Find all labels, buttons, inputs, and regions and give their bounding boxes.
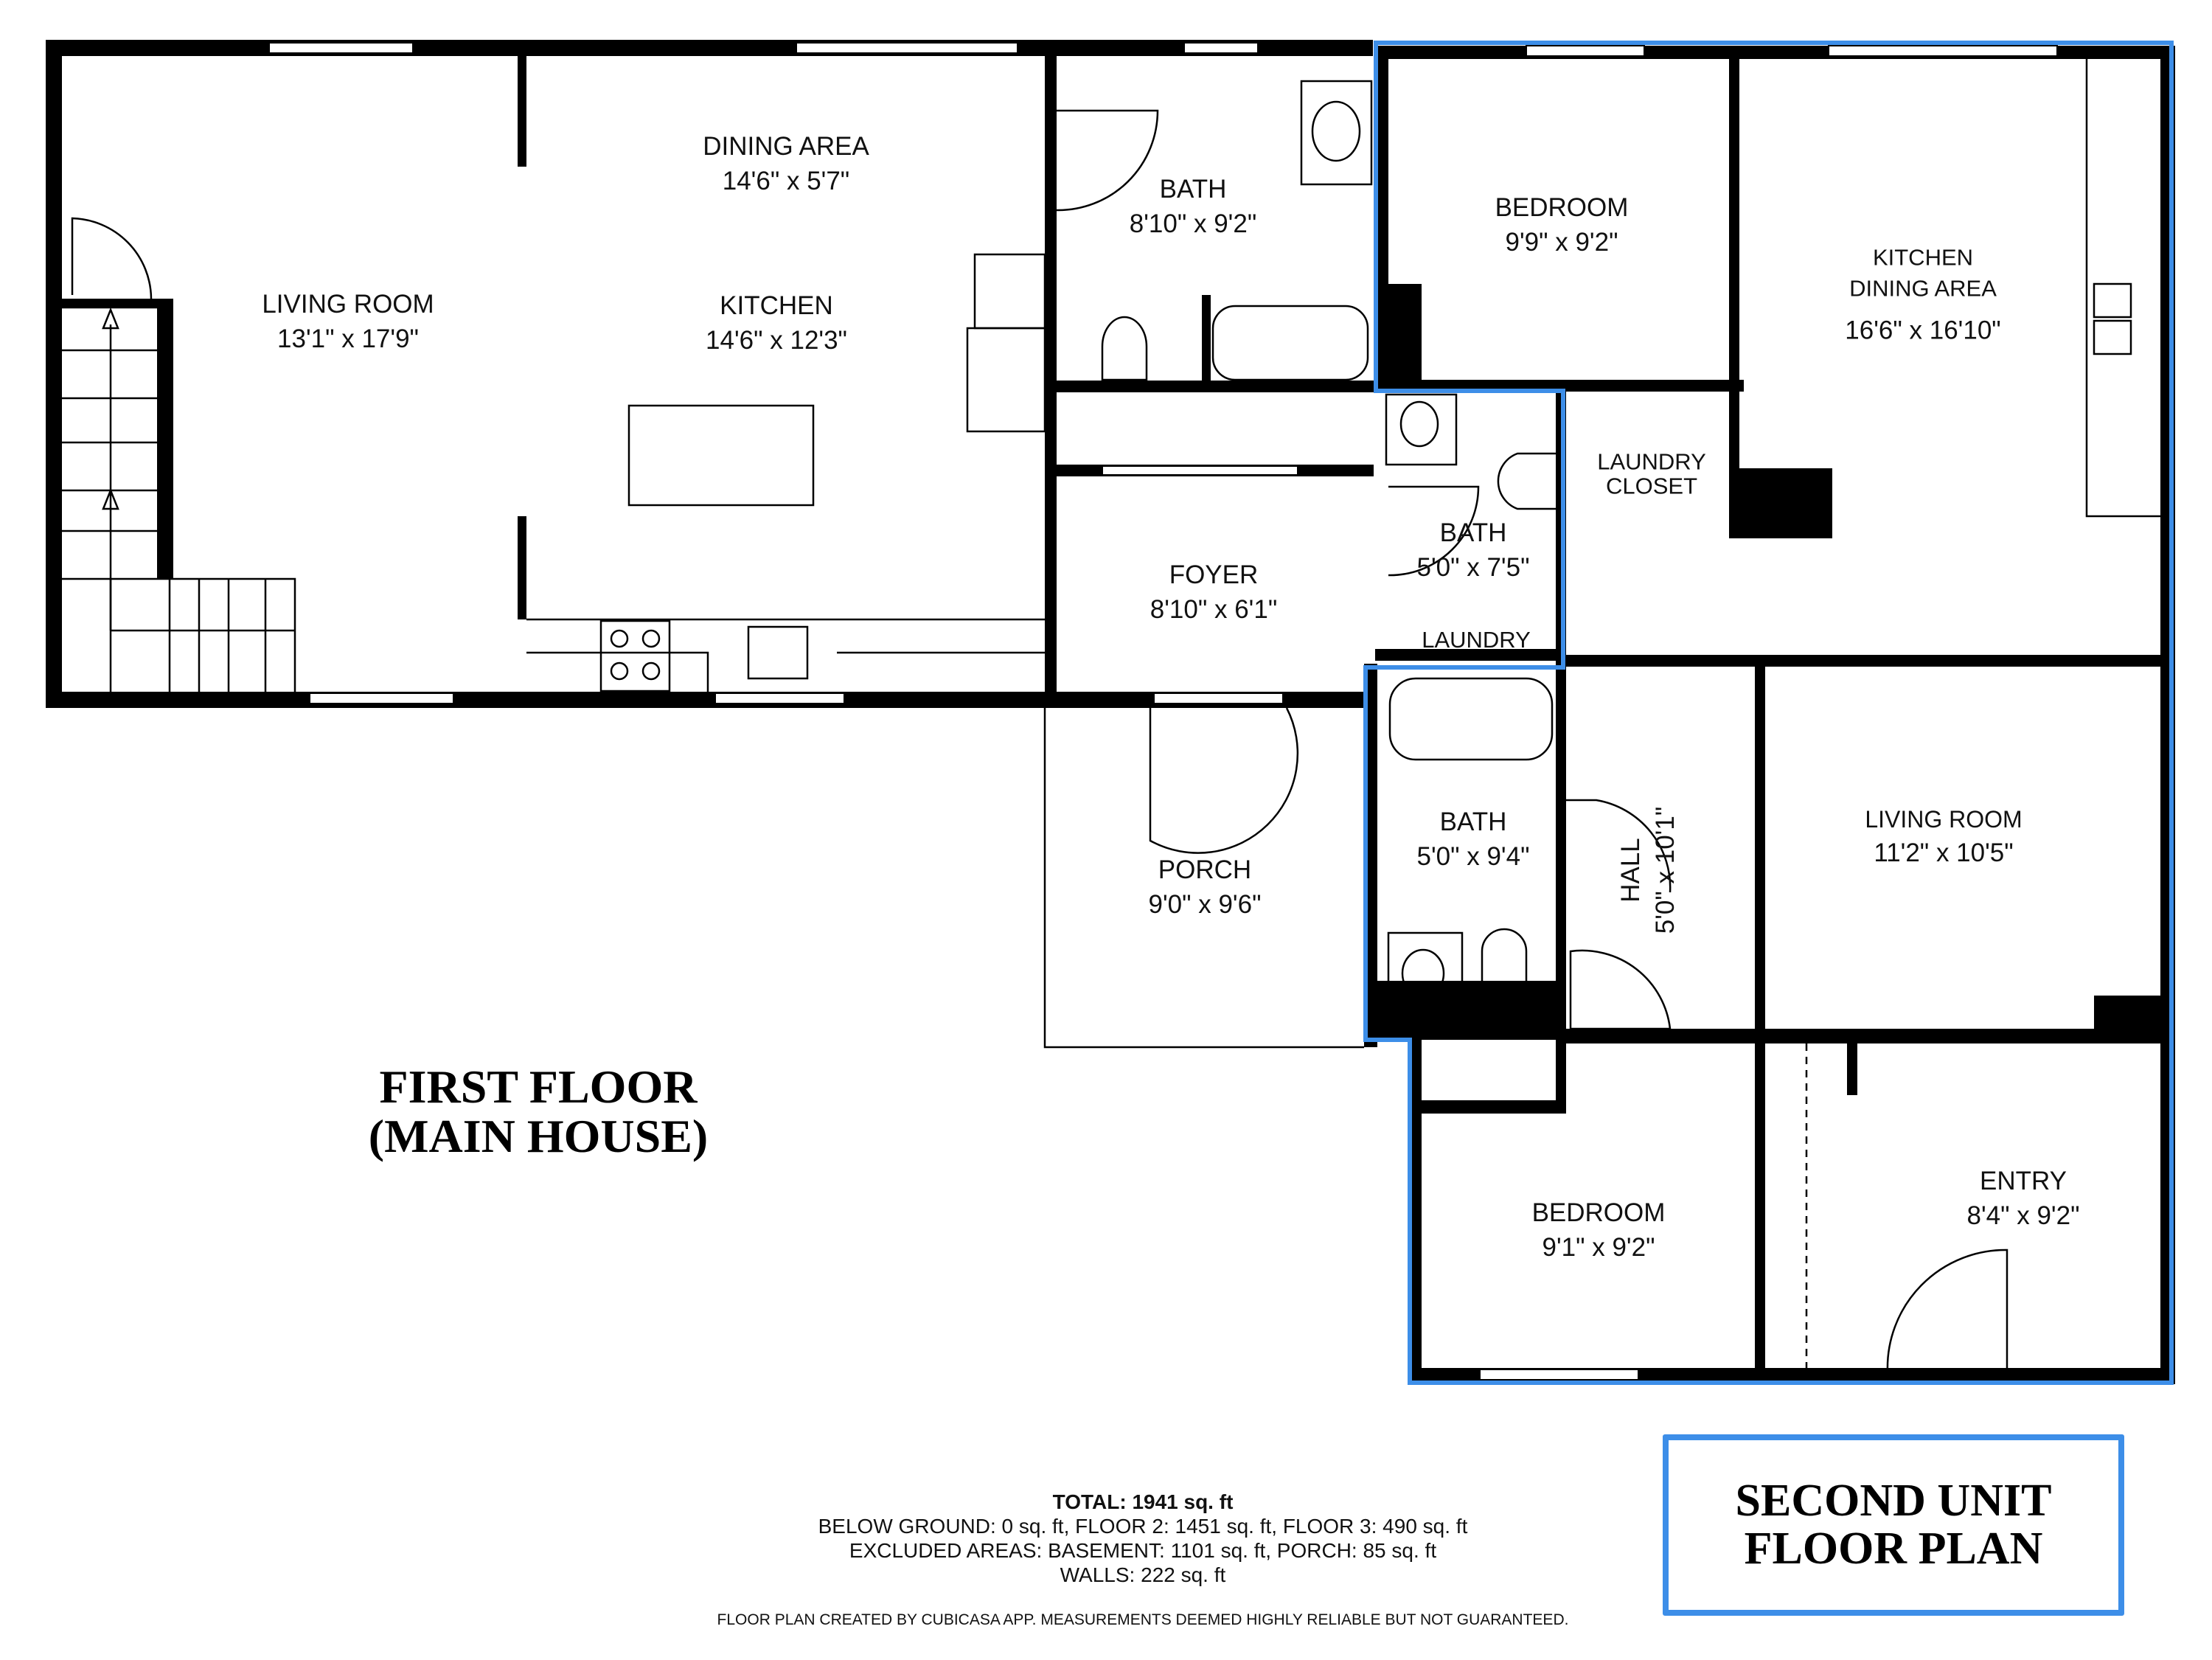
walls [46,40,2175,1384]
excluded-areas: EXCLUDED AREAS: BASEMENT: 1101 sq. ft, P… [849,1539,1437,1563]
room-label-laundry: LAUNDRY [1422,627,1531,653]
room-label-laundry-closet: LAUNDRY CLOSET [1597,448,1706,499]
fixtures [62,59,2160,1372]
windows [268,42,2058,1381]
second-unit-outline [1363,41,2174,1385]
area-summary: TOTAL: 1941 sq. ft BELOW GROUND: 0 sq. f… [700,1490,1585,1587]
room-label-kitchen-dining: KITCHEN DINING AREA 16'6" x 16'10" [1845,244,2001,345]
walls-area: WALLS: 222 sq. ft [1060,1563,1226,1587]
total-area: TOTAL: 1941 sq. ft [1052,1490,1234,1513]
second-unit-title-box: SECOND UNIT FLOOR PLAN [1663,1434,2124,1616]
disclaimer: FLOOR PLAN CREATED BY CUBICASA APP. MEAS… [717,1611,1569,1628]
second-unit-title: SECOND UNIT FLOOR PLAN [1735,1475,2052,1574]
floor-areas: BELOW GROUND: 0 sq. ft, FLOOR 2: 1451 sq… [818,1515,1468,1538]
first-floor-title: FIRST FLOOR (MAIN HOUSE) [368,1060,709,1163]
